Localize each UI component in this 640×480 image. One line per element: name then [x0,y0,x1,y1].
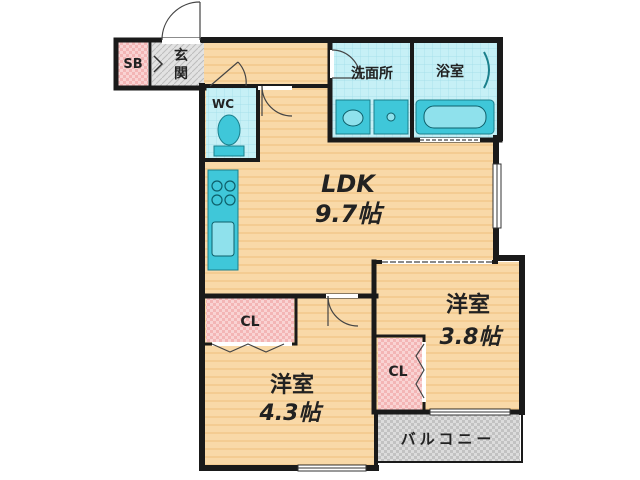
toilet-name: WC [212,97,234,111]
western-room-1-size: 3.8帖 [440,325,505,350]
ldk-floor [204,42,496,296]
stove-burner-icon [224,194,236,206]
balcony-name: バルコニー [401,430,496,448]
closet-1 [206,298,294,342]
western-room-2-size: 4.3帖 [259,401,325,426]
shoebox-name: SB [123,57,142,72]
washbasin-bowl-icon [342,109,364,127]
shower-icon [483,51,490,89]
western-room-1-name: 洋室 [446,292,490,318]
kitchen-sink-icon [211,221,235,257]
stove-burner-icon [224,180,236,192]
closet-1-name: CL [240,314,259,330]
closet-2 [378,338,422,410]
ldk-size: 9.7帖 [315,200,386,228]
entrance-floor [152,42,204,86]
western-room-2-name: 洋室 [270,372,314,398]
stove-burner-icon [211,180,223,192]
balcony-floor [376,414,520,462]
closet-2-name: CL [388,364,407,380]
bath-name: 浴室 [436,63,464,80]
entrance-step-icon [153,55,164,73]
toilet-tank [213,145,245,157]
drain-icon [386,112,396,122]
shoebox [118,42,148,86]
ldk-name: LDK [321,170,377,198]
windows [297,163,511,472]
entrance-name-top: 玄 [174,47,188,64]
entrance-name-bottom: 関 [174,66,188,82]
toilet-bowl-icon [217,114,241,146]
stove-burner-icon [211,194,223,206]
washroom-name: 洗面所 [351,65,393,82]
doors [161,1,492,402]
bathtub-basin-icon [423,105,487,129]
